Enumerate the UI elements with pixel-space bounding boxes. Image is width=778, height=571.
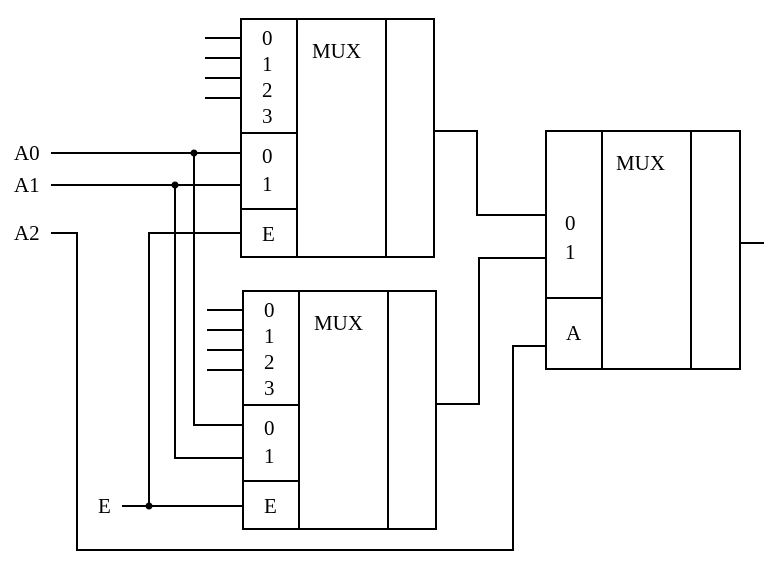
mux-bottom-select-pin-0: 0	[264, 416, 275, 440]
input-label-a0: A0	[14, 141, 40, 165]
mux-bottom-data-pin-1: 1	[264, 324, 275, 348]
junction-a0	[190, 149, 198, 157]
mux-bottom-title: MUX	[314, 311, 363, 335]
input-label-a2: A2	[14, 221, 40, 245]
wires	[51, 37, 764, 551]
mux-top: MUX 0 1 2 3 0 1 E	[240, 18, 435, 258]
mux-final-data-pin-0: 0	[565, 211, 576, 235]
mux-bottom-data-pin-3: 3	[264, 376, 275, 400]
mux-final-body	[545, 130, 741, 370]
wire-a1-branch	[174, 185, 243, 459]
mux-top-data-pin-1: 1	[262, 52, 273, 76]
mux-top-data-pin-3: 3	[262, 104, 273, 128]
wire-bottom-out	[436, 257, 546, 405]
mux-final: MUX 0 1 A	[545, 130, 741, 370]
wire-top-out	[434, 130, 546, 216]
junction-a1	[171, 181, 179, 189]
mux-bottom-select-pin-1: 1	[264, 444, 275, 468]
mux-final-select-pin: A	[566, 321, 582, 345]
wire-a2	[51, 232, 546, 551]
mux-bottom-data-pin-0: 0	[264, 298, 275, 322]
mux-bottom-enable-pin: E	[264, 494, 277, 518]
mux-top-select-pin-1: 1	[262, 172, 273, 196]
wire-a0-branch	[193, 153, 243, 426]
mux-top-body	[240, 18, 435, 258]
input-label-e: E	[98, 494, 111, 518]
mux-final-title: MUX	[616, 151, 665, 175]
mux-top-title: MUX	[312, 39, 361, 63]
mux-top-select-pin-0: 0	[262, 144, 273, 168]
mux-bottom-data-pin-2: 2	[264, 350, 275, 374]
mux-top-data-pin-0: 0	[262, 26, 273, 50]
input-label-a1: A1	[14, 173, 40, 197]
mux-bottom-body	[242, 290, 437, 530]
mux-final-data-pin-1: 1	[565, 240, 576, 264]
wire-e-branch	[148, 232, 241, 506]
mux-bottom: MUX 0 1 2 3 0 1 E	[242, 290, 437, 530]
mux-top-enable-pin: E	[262, 222, 275, 246]
mux-top-data-pin-2: 2	[262, 78, 273, 102]
junction-e	[145, 502, 153, 510]
